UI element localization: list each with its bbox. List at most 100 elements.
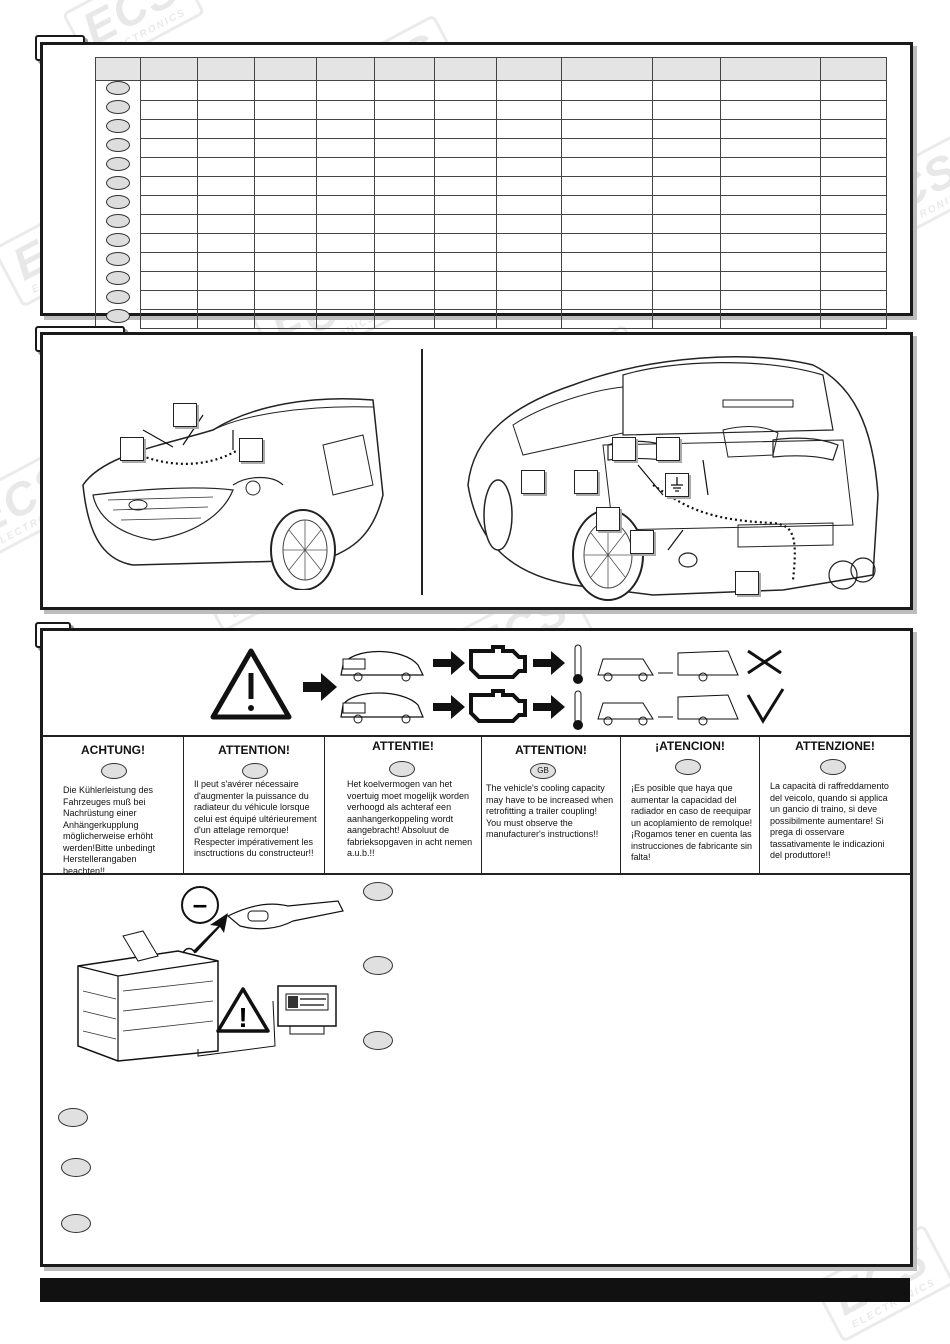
table-cell <box>720 156 822 177</box>
step-1-panel: ACHTUNG! Die Kühlerleistung des Fahrzeug… <box>40 628 913 1267</box>
table-cell <box>561 289 653 310</box>
table-cell <box>720 289 822 310</box>
table-cell <box>820 118 887 139</box>
table-row-marker-cell <box>95 195 141 214</box>
table-cell <box>316 80 375 101</box>
callout-box <box>574 470 598 494</box>
table-cell <box>373 137 435 158</box>
table-header-cell <box>95 57 141 81</box>
cross-icon <box>747 649 782 675</box>
table-row <box>95 213 887 234</box>
row-oval-badge <box>105 157 130 171</box>
minus-icon: – <box>181 886 219 924</box>
table-header-cell <box>495 57 563 81</box>
warning-heading: ATTENTION! <box>218 743 290 757</box>
table-cell <box>820 270 887 291</box>
table-row-marker-cell <box>95 290 141 309</box>
parts-table-panel <box>40 42 913 329</box>
callout-box <box>173 403 197 427</box>
check-icon <box>746 688 785 724</box>
table-row-marker-cell <box>95 138 141 157</box>
table-row <box>95 251 887 272</box>
table-cell <box>254 270 318 291</box>
table-cell <box>561 137 653 158</box>
table-header-cell <box>651 57 722 81</box>
table-cell <box>254 194 318 215</box>
table-cell <box>433 308 497 329</box>
table-cell <box>197 118 256 139</box>
table-cell <box>139 80 199 101</box>
table-cell <box>139 156 199 177</box>
warning-heading: ¡ATENCION! <box>655 739 725 753</box>
language-badge <box>389 761 415 777</box>
table-header-row <box>95 57 887 81</box>
warning-heading: ATTENTION! <box>515 743 587 757</box>
table-cell <box>139 194 199 215</box>
table-cell <box>433 137 497 158</box>
table-cell <box>651 156 722 177</box>
table-cell <box>197 308 256 329</box>
language-badge: GB <box>530 763 556 779</box>
table-cell <box>373 118 435 139</box>
ground-symbol-box <box>665 473 689 497</box>
table-cell <box>820 232 887 253</box>
table-cell <box>820 99 887 120</box>
table-row-marker-cell <box>95 233 141 252</box>
table-header-cell <box>139 57 199 81</box>
warning-column-de: ACHTUNG! Die Kühlerleistung des Fahrzeug… <box>43 737 184 876</box>
table-cell <box>495 308 563 329</box>
table-cell <box>254 118 318 139</box>
table-row-marker-cell <box>95 176 141 195</box>
table-cell <box>433 118 497 139</box>
callout-box <box>239 438 263 462</box>
warning-column-nl: ATTENTIE! Het koelvermogen van het voert… <box>325 737 482 873</box>
callout-box <box>596 507 620 531</box>
language-badge <box>675 759 701 775</box>
table-header-cell <box>373 57 435 81</box>
table-cell <box>316 137 375 158</box>
table-cell <box>373 194 435 215</box>
table-cell <box>820 251 887 272</box>
table-cell <box>139 270 199 291</box>
table-row <box>95 80 887 101</box>
table-cell <box>820 156 887 177</box>
table-cell <box>651 194 722 215</box>
table-cell <box>433 194 497 215</box>
table-cell <box>495 99 563 120</box>
table-cell <box>495 251 563 272</box>
table-cell <box>651 251 722 272</box>
table-cell <box>651 137 722 158</box>
language-badge <box>363 882 393 901</box>
table-cell <box>197 194 256 215</box>
warning-text: Die Kühlerleistung des Fahrzeuges muß be… <box>63 785 156 876</box>
warning-text: Het koelvermogen van het voertuig moet m… <box>347 779 473 858</box>
table-cell <box>495 194 563 215</box>
table-header-cell <box>316 57 375 81</box>
table-cell <box>139 308 199 329</box>
table-header-cell <box>561 57 653 81</box>
table-header-cell <box>197 57 256 81</box>
language-badge <box>363 956 393 975</box>
table-cell <box>720 308 822 329</box>
table-cell <box>720 99 822 120</box>
table-cell <box>561 80 653 101</box>
table-cell <box>197 175 256 196</box>
table-cell <box>316 156 375 177</box>
table-cell <box>820 137 887 158</box>
table-cell <box>316 99 375 120</box>
table-cell <box>254 251 318 272</box>
table-row-marker-cell <box>95 100 141 119</box>
table-cell <box>316 194 375 215</box>
warning-column-es: ¡ATENCION! ¡Es posible que haya que aume… <box>621 737 760 873</box>
table-cell <box>820 175 887 196</box>
table-cell <box>373 270 435 291</box>
table-cell <box>373 251 435 272</box>
table-cell <box>433 251 497 272</box>
table-row <box>95 137 887 158</box>
row-oval-badge <box>105 138 130 152</box>
table-cell <box>197 137 256 158</box>
table-cell <box>254 156 318 177</box>
table-cell <box>139 213 199 234</box>
table-cell <box>197 232 256 253</box>
table-cell <box>820 308 887 329</box>
